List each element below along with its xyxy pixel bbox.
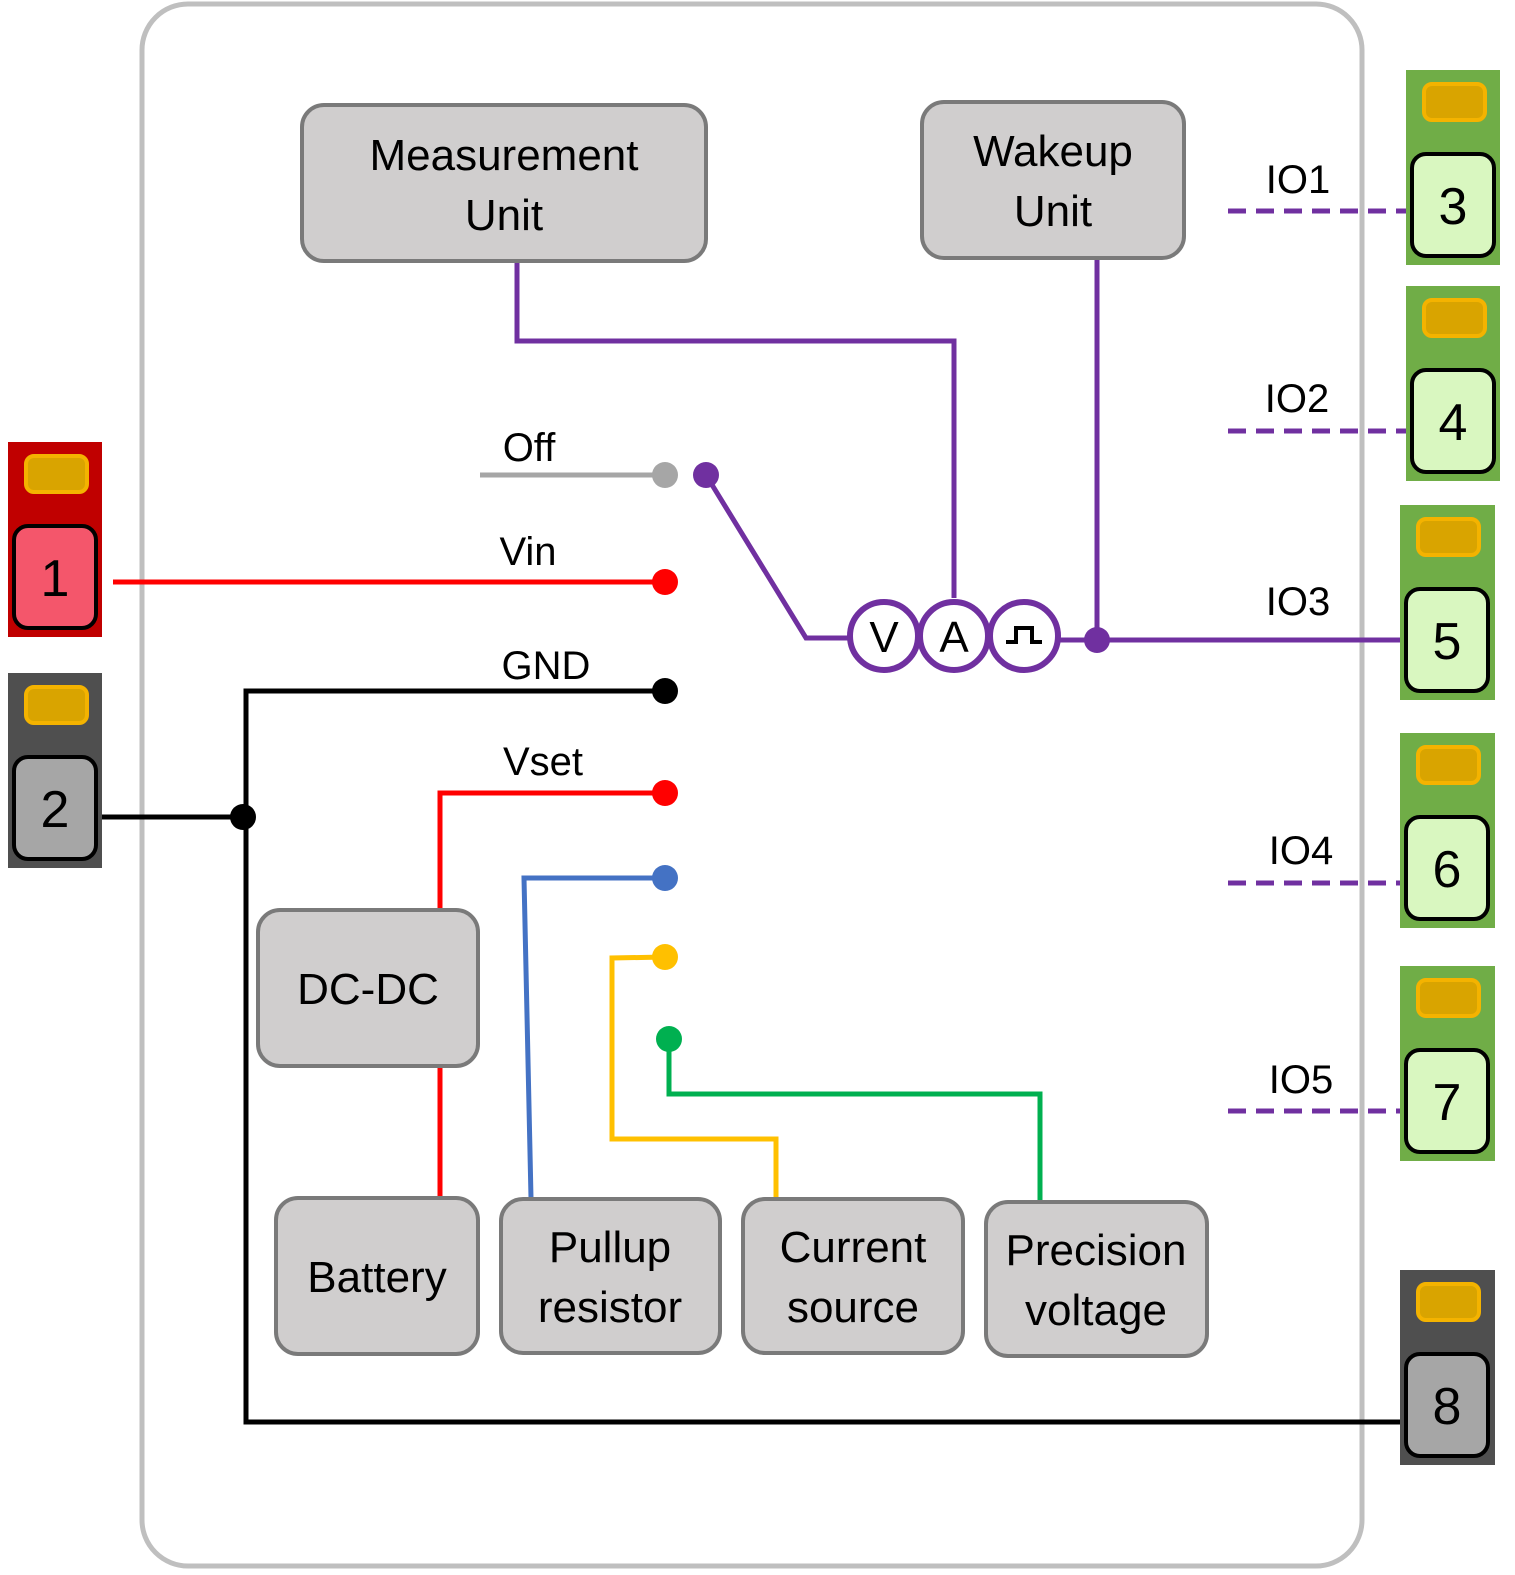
pin-5-pad — [1416, 517, 1481, 557]
pullup-contact — [652, 865, 678, 891]
measurement-unit-line-2: Unit — [465, 191, 543, 240]
precision-line-2: voltage — [1025, 1286, 1167, 1335]
pullup-line — [521, 875, 665, 1199]
wakeup-unit-line-1: Wakeup — [973, 127, 1133, 176]
current-line-2: source — [787, 1283, 919, 1332]
pin-5-terminal — [1404, 587, 1490, 693]
pin-4-terminal — [1410, 368, 1496, 474]
pin-1-pad — [24, 454, 89, 494]
pin-3-number: 3 — [1439, 178, 1468, 236]
precision-voltage-block: Precision voltage — [984, 1200, 1209, 1358]
voltmeter-label: V — [869, 613, 899, 662]
io3-junction — [1084, 627, 1110, 653]
wakeup-unit-block: Wakeup Unit — [920, 100, 1186, 260]
pin-5-number: 5 — [1433, 613, 1462, 671]
precision-line-1: Precision — [1006, 1226, 1187, 1275]
meters: V A — [847, 599, 1061, 673]
pin-2-number: 2 — [41, 781, 70, 839]
pullup-line-2: resistor — [538, 1283, 682, 1332]
off-label: Off — [503, 426, 557, 470]
selector-arm-wire — [703, 473, 850, 641]
pin-7-pad — [1416, 978, 1481, 1018]
pin-1-terminal — [12, 524, 98, 630]
pin-1: 1 — [8, 442, 102, 637]
pulse-icon — [1006, 626, 1042, 644]
pin-1-number: 1 — [41, 550, 70, 608]
pin-3-terminal — [1410, 152, 1496, 258]
current-line-1: Current — [780, 1223, 927, 1272]
pin-8-number: 8 — [1433, 1378, 1462, 1436]
pin-3-pad — [1422, 82, 1487, 122]
measurement-unit-block: Measurement Unit — [300, 103, 708, 263]
vset-label: Vset — [503, 740, 583, 784]
gnd-junction — [230, 804, 256, 830]
pin-4-number: 4 — [1439, 394, 1468, 452]
vin-contact — [652, 569, 678, 595]
vset-contact — [652, 780, 678, 806]
pin-2-terminal — [12, 755, 98, 861]
selector-pivot — [693, 462, 719, 488]
ammeter-label: A — [939, 613, 969, 662]
pin-5: 5 — [1400, 505, 1495, 700]
gnd-line — [243, 688, 1404, 1425]
io5-label: IO5 — [1269, 1058, 1333, 1102]
pullup-resistor-block: Pullup resistor — [499, 1197, 722, 1355]
current-line — [609, 954, 779, 1198]
off-contact — [652, 462, 678, 488]
pin-6-terminal — [1404, 815, 1490, 921]
pin-8-pad — [1416, 1282, 1481, 1322]
gnd-contact — [652, 678, 678, 704]
contact-dots — [230, 462, 1110, 1052]
pulse-meter — [987, 599, 1061, 673]
wires — [100, 208, 1408, 1425]
measurement-wire — [514, 262, 957, 598]
measurement-unit-line-1: Measurement — [369, 131, 638, 180]
wakeup-unit-line-2: Unit — [1014, 187, 1092, 236]
pin-7: 7 — [1400, 966, 1495, 1161]
battery-label: Battery — [307, 1253, 446, 1302]
pin-2-pad — [24, 685, 89, 725]
io2-label: IO2 — [1265, 377, 1329, 421]
pin-6-pad — [1416, 745, 1481, 785]
pin-7-terminal — [1404, 1048, 1490, 1154]
signal-labels: Off Vin GND Vset — [499, 426, 590, 784]
gnd-label: GND — [502, 644, 591, 688]
vin-label: Vin — [499, 530, 556, 574]
pin-6-number: 6 — [1433, 841, 1462, 899]
current-contact — [652, 944, 678, 970]
precision-line — [666, 1039, 1043, 1202]
io4-label: IO4 — [1269, 829, 1333, 873]
current-source-block: Current source — [741, 1197, 965, 1355]
pin-4-pad — [1422, 298, 1487, 338]
pin-7-number: 7 — [1433, 1074, 1462, 1132]
device-enclosure — [139, 1, 1365, 1569]
io-labels: IO1 IO2 IO3 IO4 IO5 — [1265, 158, 1333, 1102]
pin-6: 6 — [1400, 733, 1495, 928]
pullup-line-1: Pullup — [549, 1223, 671, 1272]
precision-contact — [656, 1026, 682, 1052]
pin-4: 4 — [1406, 286, 1500, 481]
vset-line — [437, 790, 665, 909]
pin-8-terminal — [1404, 1352, 1490, 1458]
dcdc-label: DC-DC — [297, 965, 439, 1014]
battery-block: Battery — [274, 1196, 480, 1356]
io1-label: IO1 — [1266, 158, 1330, 202]
pin-8: 8 — [1400, 1270, 1495, 1465]
pin-2: 2 — [8, 673, 102, 868]
io3-label: IO3 — [1266, 580, 1330, 624]
pin-3: 3 — [1406, 70, 1500, 265]
dcdc-block: DC-DC — [256, 908, 480, 1068]
